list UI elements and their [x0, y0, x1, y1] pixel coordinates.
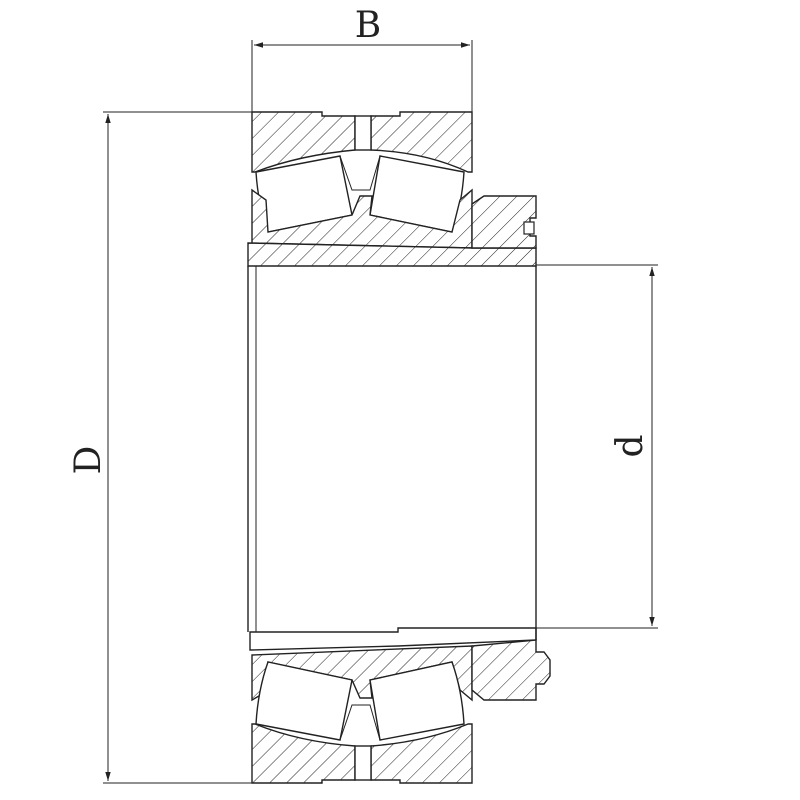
lubrication-groove-lower [354, 745, 372, 781]
adapter-sleeve-upper [247, 242, 537, 267]
lower-bearing-section [249, 627, 551, 784]
adapter-sleeve-lower [249, 627, 537, 651]
dimension-label-b: B [355, 5, 381, 46]
cage-upper [339, 155, 381, 191]
upper-bearing-section [247, 111, 537, 267]
lock-nut-lower [471, 639, 551, 701]
sleeve-bore [247, 266, 537, 640]
dimension-label-D: D [68, 446, 109, 475]
lubrication-groove-upper [354, 115, 372, 151]
outer-ring-lower-right [370, 723, 473, 784]
dimension-b: B [251, 5, 473, 112]
lock-washer-tab-upper [523, 221, 535, 235]
dimension-label-d: d [610, 434, 651, 457]
cage-lower [339, 704, 381, 741]
roller-lower-left [255, 661, 353, 741]
dimension-d-outer: D [68, 111, 254, 784]
dimension-d-bore: d [536, 264, 658, 629]
outer-ring-lower-left [251, 723, 356, 784]
roller-lower-right [369, 661, 465, 741]
